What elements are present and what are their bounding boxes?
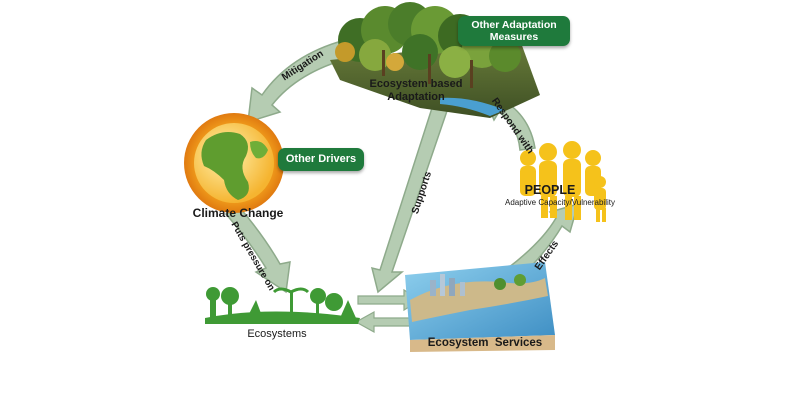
people-label: PEOPLE <box>520 183 580 197</box>
globe-illustration <box>184 113 284 213</box>
supports-arrow <box>372 108 448 292</box>
ecosystem-services-label: Ecosystem Services <box>420 337 550 349</box>
ecosystems-label: Ecosystems <box>232 328 322 340</box>
adaptive-capacity-label: Adaptive Capacity/Vulnerability <box>490 198 630 207</box>
ecosystem-based-adaptation-label: Ecosystem based Adaptation <box>368 78 464 104</box>
other-drivers-badge: Other Drivers <box>278 148 364 171</box>
climate-change-label: Climate Change <box>178 206 298 220</box>
ecosystems-illustration <box>205 287 360 324</box>
other-adaptation-measures-badge: Other Adaptation Measures <box>458 16 570 46</box>
mitigation-arrow <box>248 40 350 122</box>
